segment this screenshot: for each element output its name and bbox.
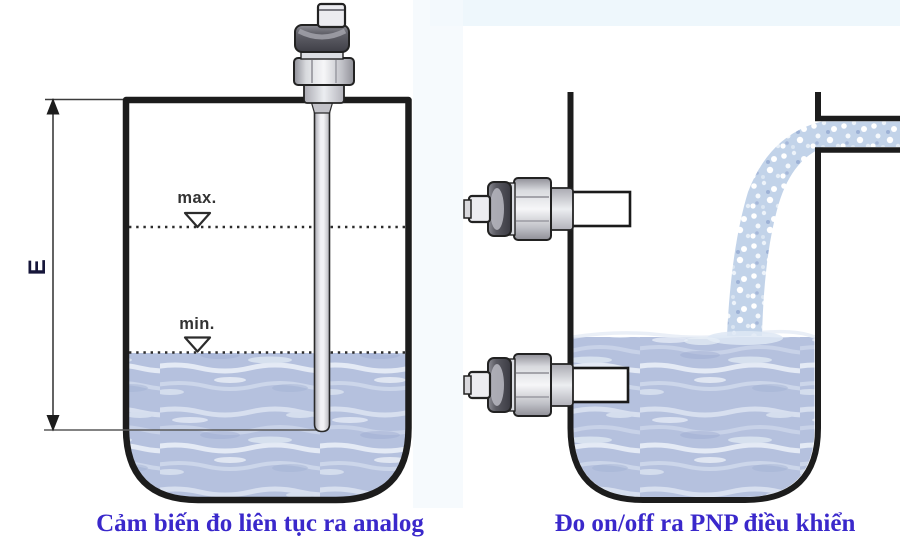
sensor-hex-nut: [513, 353, 552, 417]
arrowhead-up-icon: [46, 98, 60, 115]
cap-highlight: [490, 188, 504, 230]
sensor-probe: [569, 190, 632, 228]
sensor-connector-plug: [316, 2, 347, 29]
left-tank-water: [129, 353, 406, 497]
min-level-label: min.: [179, 315, 215, 333]
sensor-connector-plug: [467, 370, 492, 400]
left-diagram-caption: Cảm biến đo liên tục ra analog: [96, 510, 424, 537]
stream-splash: [707, 331, 783, 345]
cap-highlight: [297, 28, 347, 40]
background-tint-top: [430, 0, 900, 26]
sensor-connector-plug: [467, 194, 492, 224]
point-level-sensor-low: [463, 353, 630, 417]
sensor-mount-collar: [548, 187, 574, 231]
dimension-E-arrow: [44, 98, 323, 432]
min-level-marker-triangle-icon: [183, 336, 212, 353]
dimension-E-label: E: [24, 258, 51, 276]
cap-highlight: [490, 364, 504, 406]
sensor-probe-rod: [313, 105, 331, 433]
max-level-label: max.: [177, 189, 217, 207]
left-tank-group: [44, 2, 412, 504]
right-diagram-caption: Đo on/off ra PNP điều khiển: [554, 510, 856, 537]
arrowhead-down-icon: [46, 415, 60, 432]
max-level-marker-triangle-icon: [183, 211, 212, 229]
sensor-hex-nut: [513, 177, 552, 241]
continuous-level-sensor: [293, 2, 355, 433]
stream-splash: [684, 337, 720, 345]
plug-tip: [463, 199, 472, 219]
right-tank-water: [573, 337, 815, 497]
left-tank-outline: [122, 96, 412, 504]
right-tank-outline: [567, 92, 821, 503]
background-tint-middle: [413, 0, 463, 508]
point-level-sensor-high: [463, 177, 632, 241]
right-tank-group: [463, 92, 900, 503]
water-inflow-stream: [727, 121, 900, 336]
plug-tip: [463, 375, 472, 395]
sensor-mount-collar: [548, 363, 574, 407]
sensor-hex-nut: [293, 57, 355, 86]
sensor-probe: [569, 366, 630, 404]
